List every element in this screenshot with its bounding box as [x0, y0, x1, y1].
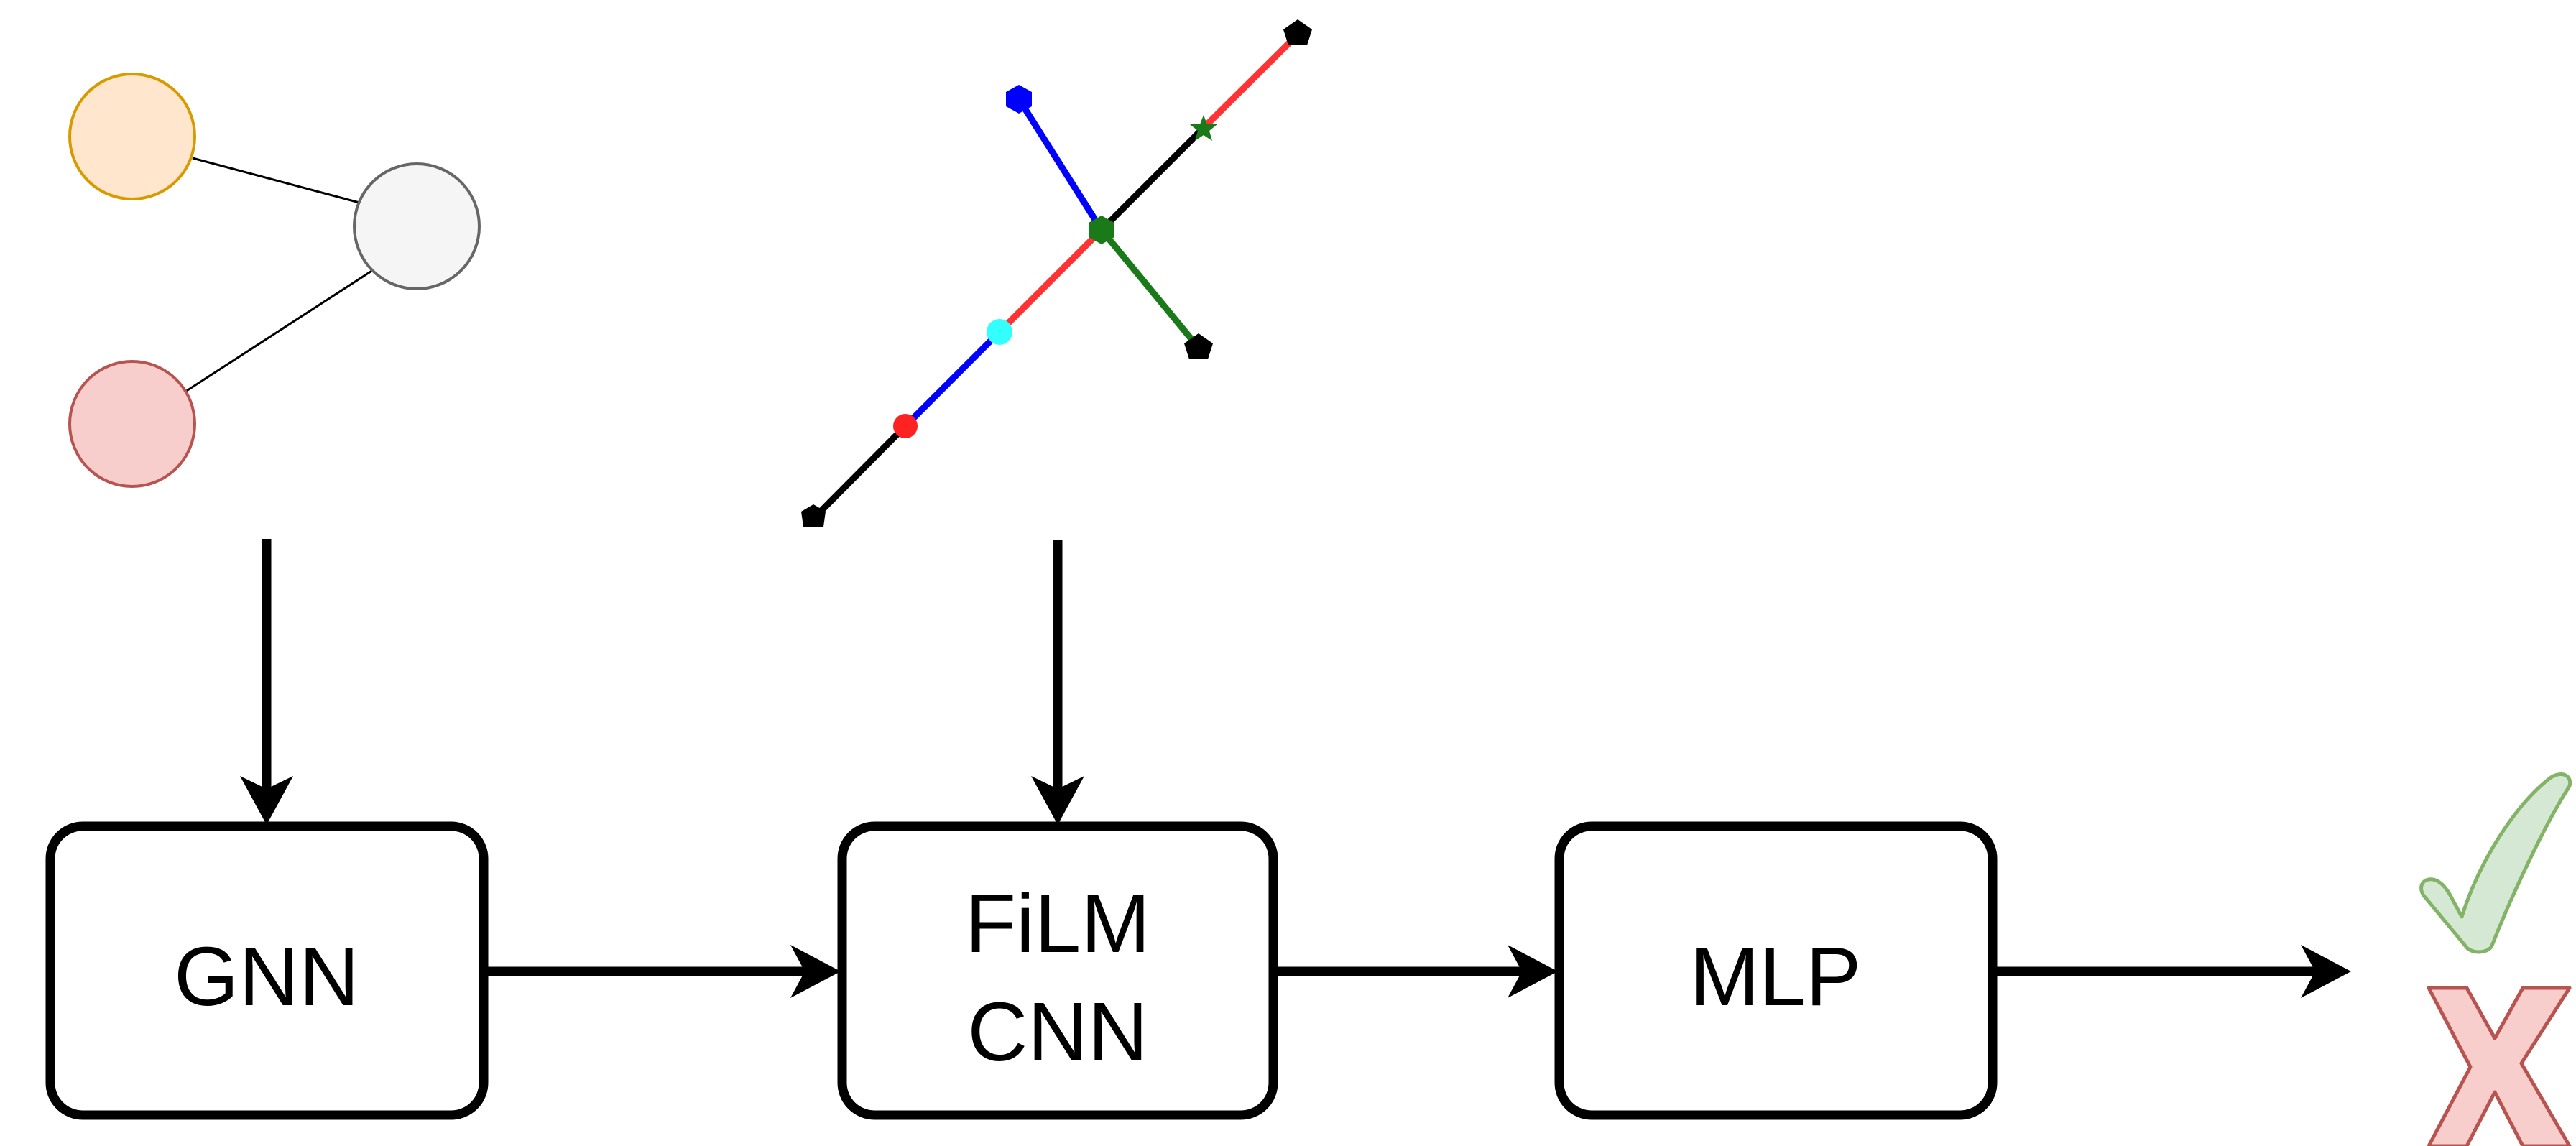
structure-segment [1016, 97, 1104, 232]
arrow-mlp-to-output [1993, 945, 2351, 998]
check-icon [2419, 772, 2572, 954]
structure-node-red [893, 414, 918, 438]
cnn-label: CNN [967, 985, 1148, 1078]
gnn-label: GNN [174, 930, 359, 1023]
structure-segment [810, 423, 908, 522]
structure-node-blue-hexagon [1006, 85, 1032, 114]
structure-node-black-pentagon [1184, 333, 1213, 359]
film-label: FiLM [965, 877, 1150, 970]
input-graph [68, 73, 481, 488]
arrow-structure-to-film [1031, 540, 1084, 825]
arrow-gnn-to-film [484, 945, 841, 998]
graph-node-grey [353, 162, 481, 290]
arrow-film-to-mlp [1273, 945, 1558, 998]
graph-edge-pink-grey [185, 267, 376, 393]
mlp-box: MLP [1554, 821, 1998, 1120]
structure-segment [1099, 228, 1201, 350]
gnn-box: GNN [45, 821, 489, 1120]
structure-node-green-star [1190, 115, 1217, 141]
arrow-graph-to-gnn [240, 539, 293, 825]
structure-node-black-pentagon [1283, 19, 1312, 45]
graph-edge-orange-grey [192, 157, 360, 204]
input-structure [801, 19, 1312, 527]
structure-node-green-center [1089, 216, 1114, 244]
structure-segment [997, 227, 1104, 335]
structure-segment [1099, 125, 1206, 233]
graph-node-pink [68, 360, 196, 488]
graph-node-orange [68, 73, 196, 200]
film-cnn-box: FiLM CNN [837, 821, 1278, 1120]
structure-segment [1201, 32, 1301, 131]
structure-node-cyan [987, 319, 1012, 345]
structure-node-black-pentagon [801, 504, 826, 527]
structure-segment [902, 329, 1002, 429]
mlp-label: MLP [1690, 930, 1862, 1023]
cross-icon [2427, 986, 2572, 1146]
